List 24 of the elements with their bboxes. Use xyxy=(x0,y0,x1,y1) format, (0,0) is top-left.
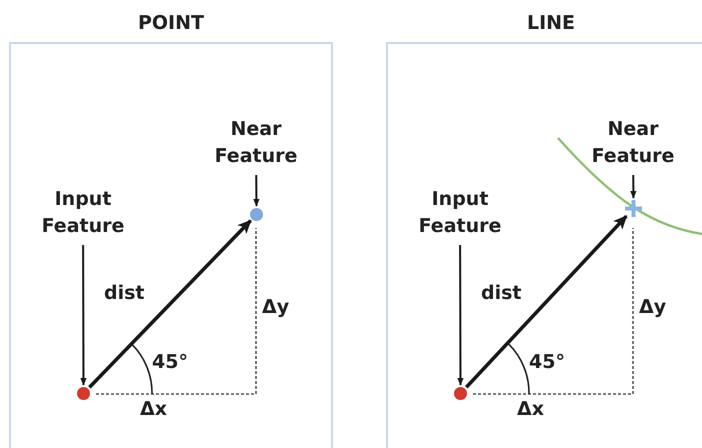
panel-title: LINE xyxy=(526,12,576,34)
arrow xyxy=(630,175,637,199)
point-marker xyxy=(454,387,467,400)
measure-label: Δx xyxy=(140,398,167,420)
panel-title: POINT xyxy=(136,12,205,34)
arrow xyxy=(253,175,260,207)
cross-marker xyxy=(625,200,642,217)
arrow xyxy=(465,214,628,389)
arrow xyxy=(88,219,252,389)
edge-label: dist xyxy=(104,282,145,304)
measure-label: Δy xyxy=(262,296,290,318)
measure-label: Δx xyxy=(517,398,544,420)
point-marker xyxy=(250,208,263,221)
feature-label: Near Feature xyxy=(578,116,688,172)
arrow xyxy=(80,245,87,386)
feature-label: Input Feature xyxy=(28,186,138,242)
measure-label: 45° xyxy=(529,351,565,373)
point-marker xyxy=(77,387,90,400)
measure-label: 45° xyxy=(152,351,188,373)
edge-label: dist xyxy=(481,282,522,304)
feature-label: Input Feature xyxy=(405,186,515,242)
measure-label: Δy xyxy=(639,296,666,318)
arrow xyxy=(457,245,464,386)
feature-label: Near Feature xyxy=(201,116,311,172)
